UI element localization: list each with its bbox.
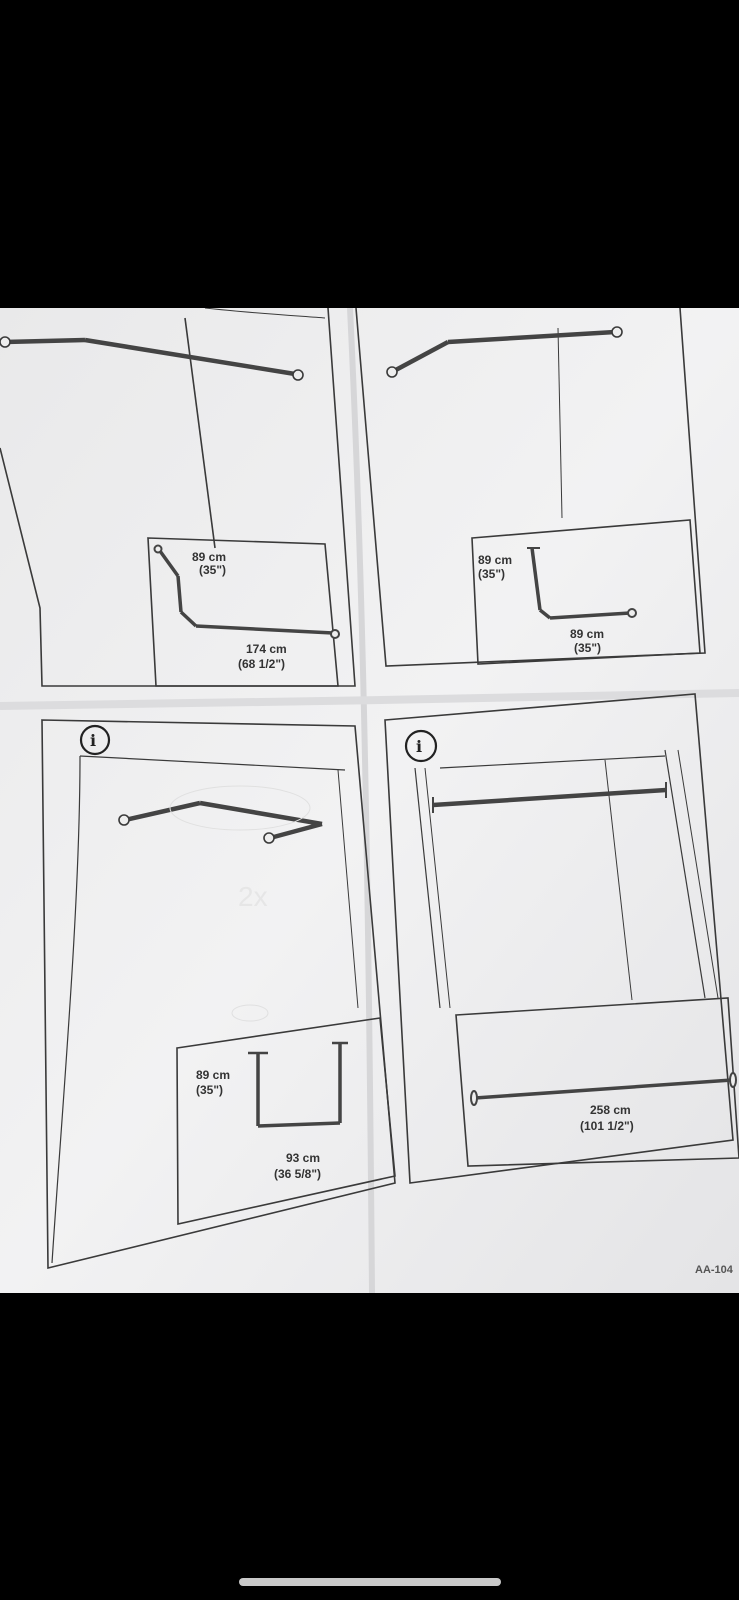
straight-rod-top-drawing bbox=[432, 782, 667, 813]
panel2-height-label: 89 cm bbox=[478, 553, 512, 567]
l-rod-inset-drawing-right bbox=[527, 547, 637, 620]
panel2-height-label-in: (35") bbox=[478, 567, 505, 581]
fold-crease-vertical bbox=[347, 308, 375, 1293]
panel-u-rod bbox=[41, 719, 396, 1270]
panel3-height-label-in: (35") bbox=[196, 1083, 223, 1097]
corner-rod-drawing bbox=[0, 336, 304, 381]
panel1-length-label-in: (68 1/2") bbox=[238, 657, 285, 671]
ghost-2x-label: 2x bbox=[238, 881, 268, 912]
panel3-height-label: 89 cm bbox=[196, 1068, 230, 1082]
panel3-length-label-in: (36 5/8") bbox=[274, 1167, 321, 1181]
panel-corner-rod-right bbox=[355, 308, 706, 667]
svg-text:i: i bbox=[416, 737, 422, 756]
instruction-sheet-photo: 89 cm (35") 174 cm (68 1/2") 89 cm (35")… bbox=[0, 308, 739, 1293]
panel-corner-rod-left bbox=[0, 308, 356, 687]
panel2-length-label: 89 cm bbox=[570, 627, 604, 641]
panel4-length-label-in: (101 1/2") bbox=[580, 1119, 634, 1133]
panel1-length-label: 174 cm bbox=[246, 642, 287, 656]
panel-straight-rod bbox=[384, 693, 739, 1184]
u-rod-inset-drawing bbox=[248, 1041, 348, 1128]
panel1-height-label: 89 cm bbox=[192, 550, 226, 564]
panel1-height-label-in: (35") bbox=[199, 563, 226, 577]
fold-crease-horizontal bbox=[0, 689, 739, 710]
panel3-info-icon: i bbox=[79, 724, 111, 756]
panel4-info-icon: i bbox=[404, 729, 438, 763]
u-rod-top-drawing bbox=[118, 800, 323, 844]
home-indicator[interactable] bbox=[239, 1578, 501, 1586]
l-rod-inset-drawing bbox=[153, 544, 340, 639]
panel4-length-label: 258 cm bbox=[590, 1103, 631, 1117]
document-code: AA-104 bbox=[695, 1264, 734, 1276]
panel3-length-label: 93 cm bbox=[286, 1151, 320, 1165]
corner-rod-drawing-right bbox=[386, 326, 623, 378]
straight-rod-inset-drawing bbox=[470, 1072, 737, 1106]
panel2-length-label-in: (35") bbox=[574, 641, 601, 655]
svg-text:i: i bbox=[90, 731, 96, 750]
